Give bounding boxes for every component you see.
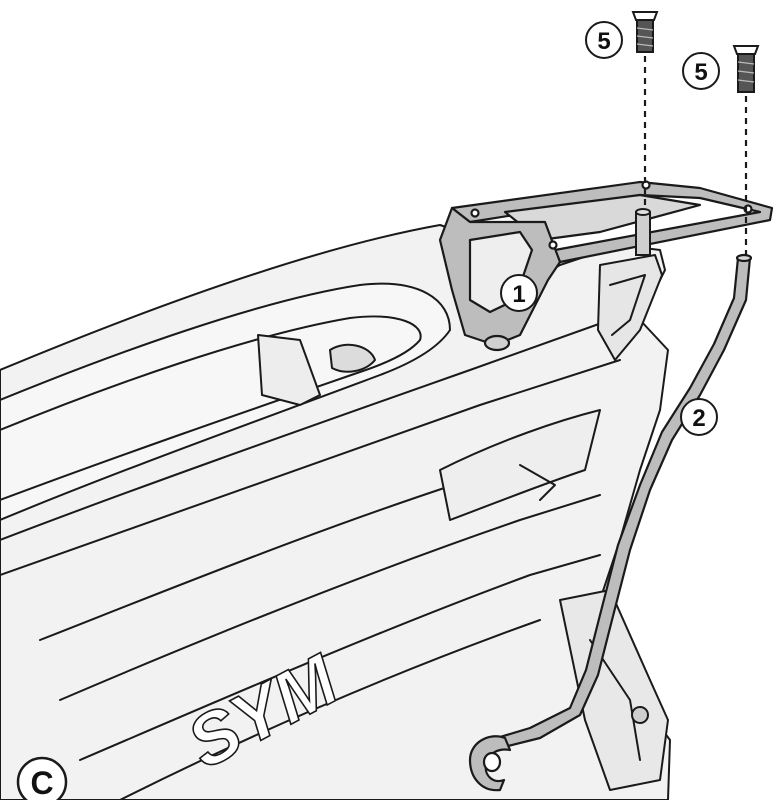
screw-right-head xyxy=(732,45,760,55)
callout-bracket-label: 1 xyxy=(512,281,525,308)
side-arm-top-cap xyxy=(735,253,753,263)
side-support-arm xyxy=(468,253,753,792)
storage-opening xyxy=(257,334,321,406)
spacer-left-body xyxy=(635,211,651,256)
bracket-bolt xyxy=(483,334,511,352)
tail-light-inner xyxy=(609,274,646,336)
screw-right-thread-1 xyxy=(737,61,755,65)
screw-right xyxy=(732,45,760,93)
callout-side-arm-circle xyxy=(680,398,718,436)
scooter-rear-body xyxy=(0,224,671,800)
side-arm-clamp-hole xyxy=(482,751,502,773)
callout-bracket-circle xyxy=(500,274,538,312)
plate-hole-4 xyxy=(548,240,558,250)
screw-left-thread-3 xyxy=(636,43,654,47)
callout-bracket: 1 xyxy=(500,274,538,312)
spacer-left-top xyxy=(635,208,651,216)
screw-left xyxy=(631,11,659,53)
callout-screw-left-label: 5 xyxy=(597,28,610,55)
side-panel-notch xyxy=(519,464,556,501)
callout-screw-right-label: 5 xyxy=(694,59,707,86)
callout-side-arm: 2 xyxy=(680,398,718,436)
body-ridge-2 xyxy=(0,359,621,576)
callout-side-arm-label: 2 xyxy=(692,405,705,432)
plate-hole-1 xyxy=(470,208,480,218)
callout-screw-left: 5 xyxy=(585,21,623,59)
storage-latch xyxy=(329,343,376,373)
body-ridge-4 xyxy=(59,494,601,701)
view-label: C xyxy=(16,756,68,800)
callout-screw-left-circle xyxy=(585,21,623,59)
lower-frame-detail xyxy=(589,639,641,761)
body-ridge-1 xyxy=(0,319,611,541)
screw-left-thread-1 xyxy=(636,27,654,31)
screw-right-thread-2 xyxy=(737,70,755,74)
body-ridge-5 xyxy=(79,554,601,761)
seat-cover-outline xyxy=(0,282,451,521)
screw-left-head xyxy=(631,11,659,21)
body-bottom-line xyxy=(119,619,541,800)
callout-screw-right: 5 xyxy=(682,52,720,90)
seat-inner-line xyxy=(0,315,422,501)
spacer-left xyxy=(635,208,651,256)
screw-left-thread-2 xyxy=(636,35,654,39)
view-label-text: C xyxy=(30,765,53,800)
view-label-circle xyxy=(16,756,68,800)
callout-screw-right-circle xyxy=(682,52,720,90)
screw-right-thread-3 xyxy=(737,79,755,83)
lower-bolt xyxy=(631,706,649,724)
rear-rack-bracket xyxy=(438,180,774,352)
